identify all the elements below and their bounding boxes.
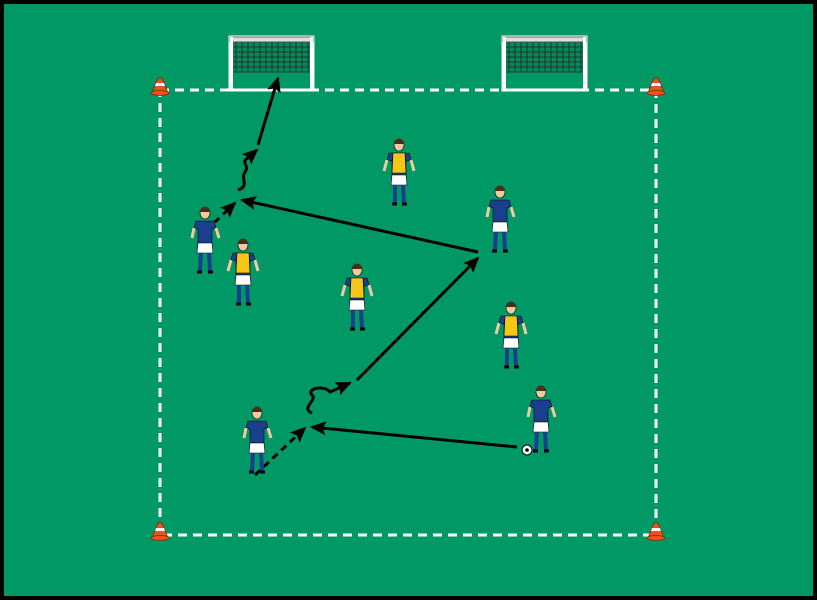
shot-arrow	[256, 76, 281, 146]
ball	[521, 444, 533, 456]
pass-arrow	[240, 196, 479, 254]
run-arrow	[213, 201, 237, 224]
drill-boundary	[158, 88, 658, 537]
pass-arrow	[310, 421, 518, 449]
pitch	[4, 4, 813, 596]
dribble-arrow	[237, 148, 259, 192]
dribble-arrow	[306, 381, 352, 415]
pass-arrow	[355, 256, 480, 382]
movement-arrows	[213, 76, 518, 477]
